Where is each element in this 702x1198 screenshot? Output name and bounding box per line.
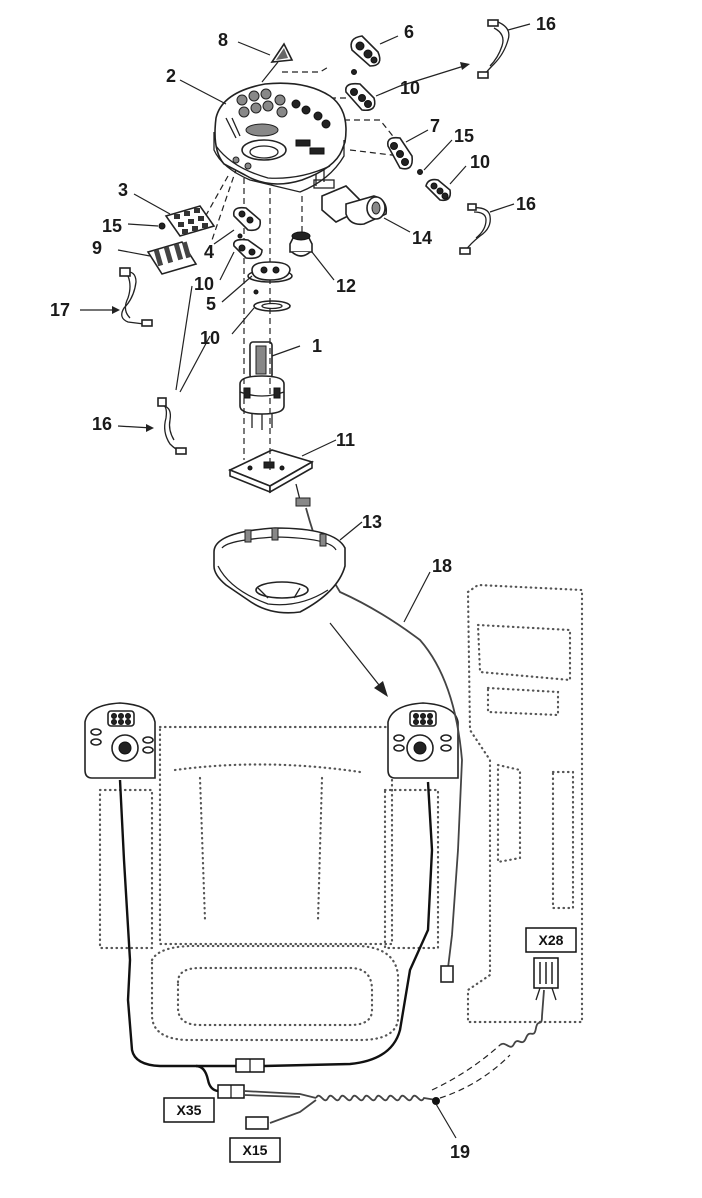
callout-10-right: 10 <box>470 152 490 172</box>
part-5-pad <box>251 261 291 295</box>
connector-labels: X28 X35 X15 <box>163 927 577 1163</box>
part-10-keypad-upper <box>344 82 376 112</box>
callout-3: 3 <box>118 180 128 200</box>
callout-10-low: 10 <box>200 328 220 348</box>
callout-9: 9 <box>92 238 102 258</box>
callout-numbers: 1 2 3 4 5 6 7 8 9 10 10 10 10 11 12 13 1… <box>50 14 556 1162</box>
part-16-cable-right <box>459 203 491 255</box>
part-16-cable-left <box>157 397 187 455</box>
part-9-keypad <box>146 241 198 275</box>
part-14-rocker-switch <box>313 179 388 226</box>
callout-6: 6 <box>404 22 414 42</box>
part-1-joystick-sensor <box>239 341 285 430</box>
right-armrest-control <box>387 702 459 779</box>
left-armrest-control <box>84 702 156 779</box>
callout-4: 4 <box>204 242 214 262</box>
part-16-cable-top <box>477 19 510 79</box>
part-17-cable <box>119 267 153 327</box>
seat-outline <box>98 725 440 1042</box>
part-10-keypad-right <box>425 178 452 202</box>
callout-leaders <box>80 23 531 1139</box>
part-15-screw-upper <box>417 169 423 175</box>
callout-5: 5 <box>206 294 216 314</box>
part-10-pad-middle <box>232 238 263 260</box>
part-12-knob <box>289 231 313 257</box>
callout-18: 18 <box>432 556 452 576</box>
callout-15-left: 15 <box>102 216 122 236</box>
callout-11: 11 <box>336 430 355 450</box>
cab-console-outline <box>466 583 584 1024</box>
part-6-keypad <box>350 35 381 75</box>
callout-19: 19 <box>450 1142 470 1162</box>
callout-16-left: 16 <box>92 414 112 434</box>
connector-x15-label: X15 <box>243 1142 268 1158</box>
callout-1: 1 <box>312 336 322 356</box>
connector-x28-label: X28 <box>539 932 564 948</box>
callout-16-right: 16 <box>516 194 536 214</box>
part-4-button-pad <box>232 206 262 239</box>
callout-14: 14 <box>412 228 432 248</box>
callout-15-right: 15 <box>454 126 474 146</box>
callout-17: 17 <box>50 300 70 320</box>
callout-10-mid: 10 <box>194 274 214 294</box>
callout-16-top: 16 <box>536 14 556 34</box>
wiring-harness <box>118 507 559 1130</box>
part-3-keypad <box>164 205 216 237</box>
callout-13: 13 <box>362 512 382 532</box>
part-10-ring-lower <box>253 300 291 312</box>
callout-8: 8 <box>218 30 228 50</box>
part-11-circuit-board <box>228 449 315 507</box>
callout-12: 12 <box>336 276 356 296</box>
part-13-base-housing <box>213 527 346 614</box>
callout-2: 2 <box>166 66 176 86</box>
callout-7: 7 <box>430 116 440 136</box>
callout-10-top: 10 <box>400 78 420 98</box>
connector-x35-label: X35 <box>177 1102 202 1118</box>
assembly-arrow <box>329 622 388 697</box>
part-15-screw-left <box>158 222 166 230</box>
part-2-joystick-handle <box>213 82 347 193</box>
part-7-keypad <box>386 136 414 170</box>
part-8-indicator-cap <box>261 42 294 83</box>
